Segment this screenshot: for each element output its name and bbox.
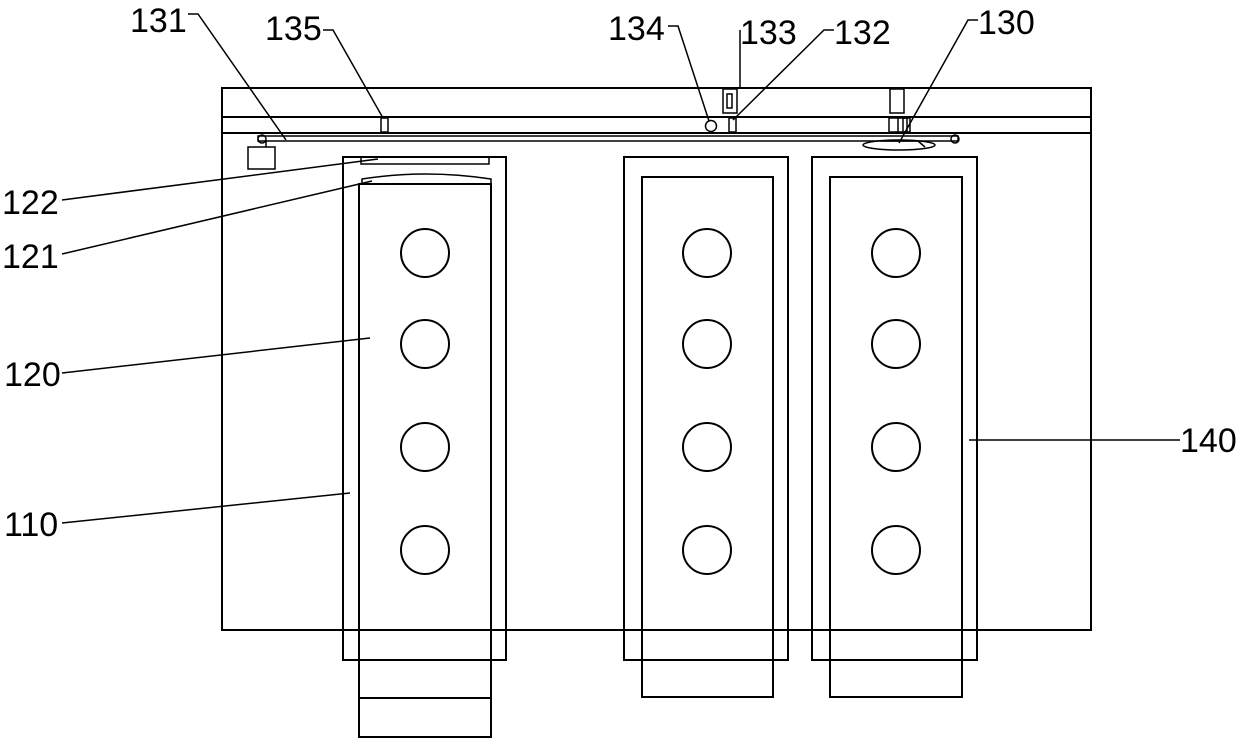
hole-mid-1 xyxy=(683,229,731,277)
hole-left-2 xyxy=(401,320,449,368)
label-130: 130 xyxy=(978,4,1035,42)
leader-lines xyxy=(62,14,1180,523)
label-122: 122 xyxy=(2,184,59,222)
leader-122 xyxy=(62,159,378,200)
hole-right-2 xyxy=(872,320,920,368)
leader-134 xyxy=(668,26,709,121)
label-131: 131 xyxy=(130,2,187,40)
label-121: 121 xyxy=(2,238,59,276)
left-assembly xyxy=(343,157,506,737)
right-assembly xyxy=(812,157,977,697)
hole-left-1 xyxy=(401,229,449,277)
label-110: 110 xyxy=(4,506,58,544)
sensor-133 xyxy=(723,89,737,113)
hole-mid-4 xyxy=(683,526,731,574)
leader-120 xyxy=(62,338,370,373)
hole-right-3 xyxy=(872,423,920,471)
reference-labels: 131 135 134 133 132 130 122 121 120 110 … xyxy=(2,2,1237,544)
label-133: 133 xyxy=(740,14,797,52)
stopper-132 xyxy=(729,118,736,132)
label-132: 132 xyxy=(834,14,891,52)
leader-135 xyxy=(323,30,383,118)
frame-140 xyxy=(812,157,977,660)
drive-motor xyxy=(248,147,275,169)
drawer-120 xyxy=(359,184,491,737)
sensor-133-inner xyxy=(727,94,732,108)
frame-110 xyxy=(343,157,506,660)
housing xyxy=(222,88,1091,630)
cover-121 xyxy=(362,174,491,184)
label-120: 120 xyxy=(4,356,61,394)
hole-right-4 xyxy=(872,526,920,574)
hole-right-1 xyxy=(872,229,920,277)
leader-110 xyxy=(62,493,350,523)
housing-outline xyxy=(222,88,1091,630)
gear-130-edge xyxy=(880,141,925,147)
hole-left-3 xyxy=(401,423,449,471)
hole-mid-3 xyxy=(683,423,731,471)
drawer-right xyxy=(830,177,962,697)
slide-rail-bar xyxy=(258,136,958,141)
roller-134 xyxy=(706,121,717,132)
label-135: 135 xyxy=(265,10,322,48)
hole-left-4 xyxy=(401,526,449,574)
label-140: 140 xyxy=(1180,422,1237,460)
gear-block xyxy=(890,89,904,113)
middle-assembly xyxy=(624,157,788,697)
frame-middle xyxy=(624,157,788,660)
drawer-middle xyxy=(642,177,773,697)
leader-121 xyxy=(62,181,372,254)
plate-122 xyxy=(361,157,489,164)
label-134: 134 xyxy=(608,10,665,48)
slide-rail xyxy=(248,135,959,169)
stopper-135 xyxy=(381,118,388,132)
hole-mid-2 xyxy=(683,320,731,368)
leader-130 xyxy=(899,20,978,143)
